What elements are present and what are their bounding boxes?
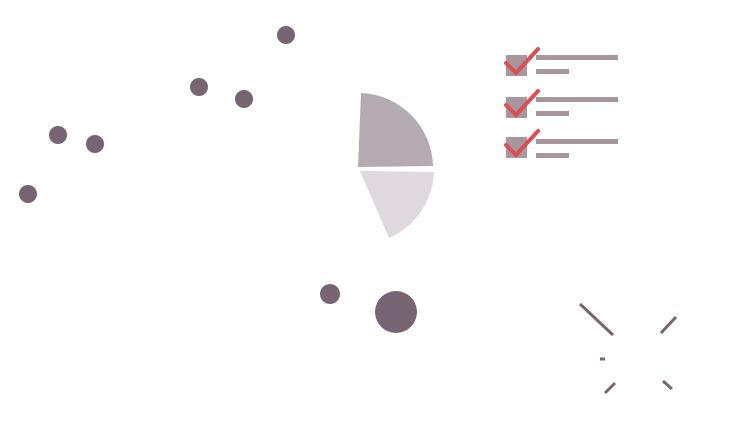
dot — [320, 284, 340, 304]
dot — [277, 26, 295, 44]
dot — [235, 90, 253, 108]
dot — [49, 126, 67, 144]
checklist-line-short — [536, 153, 569, 158]
scattered-dots — [19, 26, 417, 333]
checklist — [504, 47, 618, 158]
dot — [86, 135, 104, 153]
burst-ray — [603, 381, 617, 395]
checklist-line-short — [536, 111, 569, 116]
checklist-line-long — [536, 97, 618, 102]
checklist-line-long — [536, 139, 618, 144]
checklist-line-long — [536, 55, 618, 60]
burst-ray — [659, 315, 678, 335]
pie-wedges — [358, 93, 434, 238]
checklist-line-short — [536, 69, 569, 74]
burst-ray — [662, 379, 673, 391]
checkmark-icon — [504, 89, 540, 117]
checklist-item — [504, 47, 618, 76]
checkmark-icon — [504, 129, 540, 157]
checklist-item — [504, 89, 618, 118]
sparkle-burst-icon — [578, 302, 678, 395]
checklist-item — [504, 129, 618, 158]
dot — [19, 185, 37, 203]
pie-wedge-lower — [360, 171, 434, 238]
dot — [190, 78, 208, 96]
checkmark-icon — [504, 47, 540, 75]
pie-wedge-upper — [358, 93, 433, 167]
burst-ray — [578, 302, 615, 337]
large-dot — [375, 291, 417, 333]
